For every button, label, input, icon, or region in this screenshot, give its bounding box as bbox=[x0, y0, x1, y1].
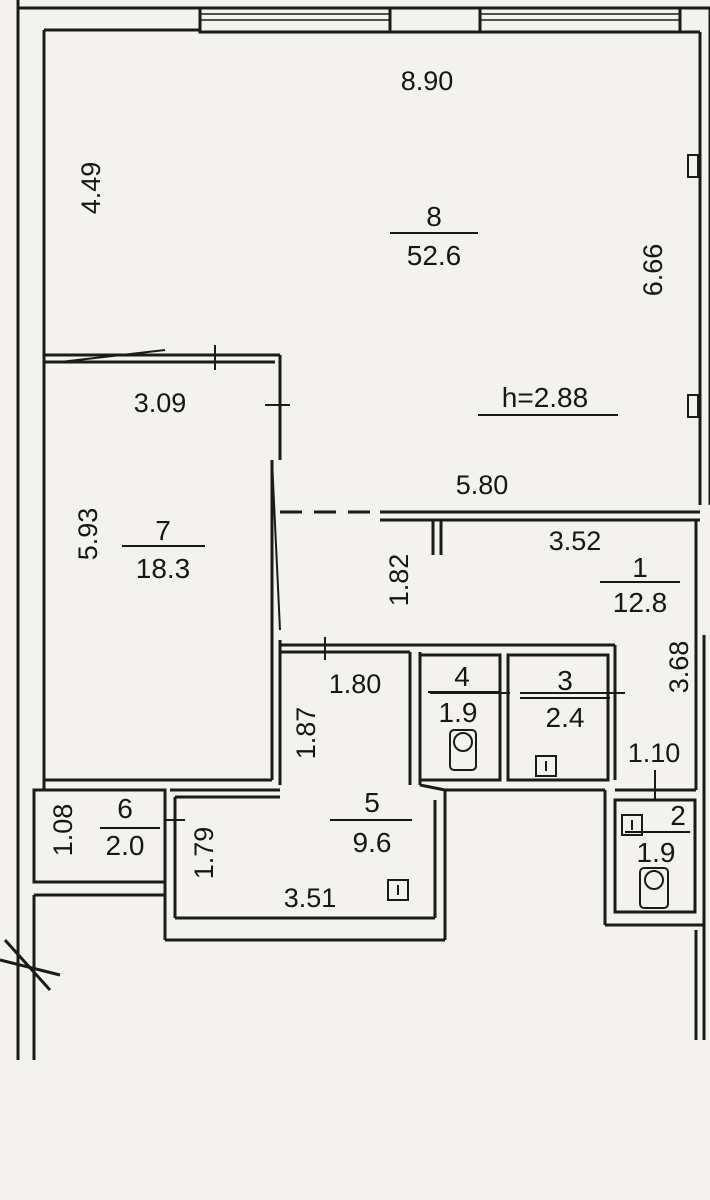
dim-room1-lower: 1.10 bbox=[628, 738, 681, 768]
outer-walls bbox=[16, 0, 710, 1060]
room-4-area: 1.9 bbox=[439, 697, 478, 728]
room-5-area: 9.6 bbox=[353, 827, 392, 858]
room-7-area: 18.3 bbox=[136, 553, 191, 584]
room-8-label: 8 52.6 bbox=[407, 201, 462, 271]
toilet-icon bbox=[639, 867, 669, 909]
room-5-label: 5 9.6 bbox=[353, 787, 392, 858]
ceiling-height: h=2.88 bbox=[502, 382, 588, 413]
dim-corridor: 1.82 bbox=[384, 554, 414, 607]
dim-room5-inner: 1.79 bbox=[189, 827, 219, 880]
room-6-area: 2.0 bbox=[106, 830, 145, 861]
dim-room8-right: 6.66 bbox=[638, 244, 668, 297]
room-2-number: 2 bbox=[670, 800, 686, 831]
dim-room1-top: 3.52 bbox=[549, 526, 602, 556]
room-3-label: 3 2.4 bbox=[546, 665, 585, 733]
room-1-label: 1 12.8 bbox=[613, 552, 668, 618]
room-2-label: 2 1.9 bbox=[637, 800, 686, 868]
dim-room8-bottom: 5.80 bbox=[456, 470, 509, 500]
dim-room8-left: 4.49 bbox=[76, 162, 106, 215]
room-8-area: 52.6 bbox=[407, 240, 462, 271]
toilet-icon bbox=[449, 729, 477, 771]
dim-room1-right: 3.68 bbox=[664, 641, 694, 694]
radiator-icon bbox=[687, 394, 699, 418]
dim-room7-left: 5.93 bbox=[73, 508, 103, 561]
vent-icon bbox=[387, 879, 409, 901]
dim-room5-top: 1.80 bbox=[329, 669, 382, 699]
room-1-number: 1 bbox=[632, 552, 648, 583]
dim-room5-left: 1.87 bbox=[291, 707, 321, 760]
room-1-area: 12.8 bbox=[613, 587, 668, 618]
dim-room5-bottom: 3.51 bbox=[284, 883, 337, 913]
room-3-area: 2.4 bbox=[546, 702, 585, 733]
dim-room7-top: 3.09 bbox=[134, 388, 187, 418]
area-underlines bbox=[100, 232, 690, 833]
radiator-icon bbox=[687, 154, 699, 178]
vent-icon bbox=[621, 814, 643, 836]
room-8-number: 8 bbox=[426, 201, 442, 232]
interior-walls bbox=[0, 353, 706, 1060]
room-3-number: 3 bbox=[557, 665, 573, 696]
room-7-label: 7 18.3 bbox=[136, 515, 191, 584]
room-5-number: 5 bbox=[364, 787, 380, 818]
fixtures bbox=[387, 154, 699, 909]
dim-room6-left: 1.08 bbox=[48, 804, 78, 857]
room-4-number: 4 bbox=[454, 661, 470, 692]
vent-icon bbox=[535, 755, 557, 777]
room-7-number: 7 bbox=[155, 515, 171, 546]
dim-room8-top: 8.90 bbox=[401, 66, 454, 96]
room-6-number: 6 bbox=[117, 793, 133, 824]
room-4-label: 4 1.9 bbox=[439, 661, 478, 728]
room-2-area: 1.9 bbox=[637, 837, 676, 868]
room-6-label: 6 2.0 bbox=[106, 793, 145, 861]
